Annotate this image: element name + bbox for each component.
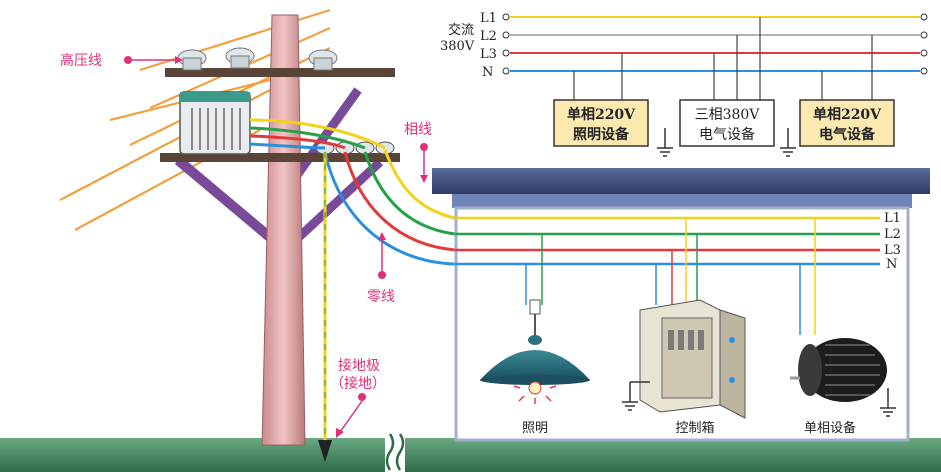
service-drop-wires (249, 118, 456, 266)
top-line-label-l3: L3 (480, 47, 497, 62)
building-line-label-n: N (886, 257, 897, 272)
top-line-label-l2: L2 (480, 29, 497, 44)
label-ground-electrode-sub: （接地） (330, 375, 386, 392)
box-single-phase-220v: 单相220V 电气设备 (799, 99, 895, 147)
device-label-lighting: 照明 (522, 421, 548, 436)
box-lighting-220v: 单相220V 照明设备 (553, 99, 649, 147)
box-1-line-1: 单相220V (567, 106, 636, 123)
building-lines (455, 216, 880, 335)
label-high-voltage: 高压线 (60, 52, 102, 69)
top-supply-lines (502, 13, 928, 157)
label-ground-electrode: 接地极 (338, 357, 380, 374)
ground-electrode (318, 152, 332, 462)
ground (0, 438, 941, 472)
control-box-icon (622, 299, 746, 419)
callout-neutral-line (378, 232, 386, 279)
box-3-line-1: 单相220V (813, 106, 882, 123)
callout-phase-line (420, 143, 428, 183)
transformer (179, 91, 251, 155)
label-neutral-line: 零线 (367, 289, 395, 305)
box-1-line-2: 照明设备 (573, 126, 630, 143)
supply-label-ac: 交流 (448, 22, 474, 38)
device-label-single-phase: 单相设备 (804, 420, 856, 436)
ground-break-symbol (385, 432, 405, 472)
box-three-phase-380v: 三相380V 电气设备 (679, 99, 775, 147)
building-line-label-l1: L1 (884, 211, 901, 226)
lamp-icon (480, 299, 590, 404)
building-line-label-l2: L2 (884, 227, 901, 242)
insulators-top (177, 47, 338, 71)
device-label-control-box: 控制箱 (675, 420, 714, 436)
box-2-line-2: 电气设备 (699, 126, 755, 143)
building-line-label-l3: L3 (884, 243, 901, 258)
callout-ground-electrode (336, 393, 366, 438)
label-phase-line: 相线 (404, 122, 432, 138)
callout-high-voltage (124, 56, 183, 64)
box-2-line-1: 三相380V (695, 107, 761, 123)
top-line-label-n: N (482, 65, 493, 80)
top-line-label-l1: L1 (480, 11, 497, 26)
supply-label-voltage: 380V (440, 39, 475, 54)
box-3-line-2: 电气设备 (819, 126, 876, 143)
motor-icon (790, 338, 896, 417)
